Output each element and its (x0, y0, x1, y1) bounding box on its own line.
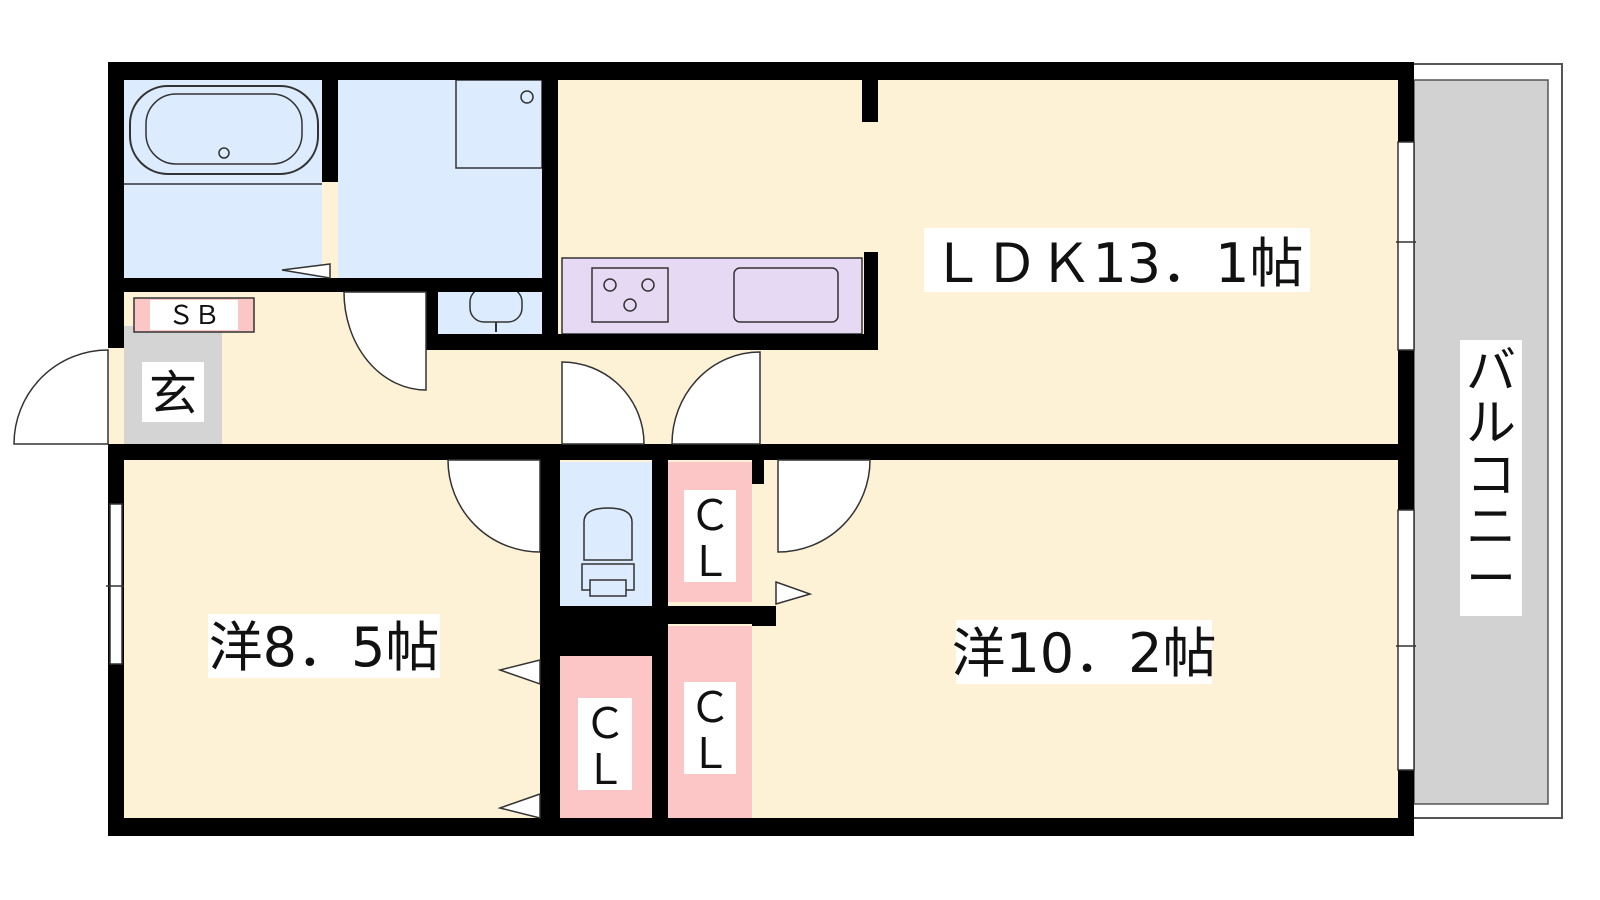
burner-icon (603, 278, 617, 292)
western1-label-bg (208, 614, 440, 678)
bathtub (129, 85, 319, 175)
burner-icon (641, 278, 655, 292)
stove (591, 267, 669, 323)
burner-icon (623, 298, 637, 312)
bathtub-inner (145, 93, 303, 165)
toilet-bowl (583, 507, 633, 561)
balcony-label-bg (1460, 340, 1522, 616)
balcony-label-text: バルコニー (1466, 342, 1516, 608)
shoe-box-label: ＳＢ (168, 301, 220, 331)
western2-label-bg (956, 620, 1212, 684)
closet-label-bg (578, 698, 632, 790)
shoe-box-label-bg (150, 300, 238, 330)
balcony-label: バルコニー (1466, 342, 1516, 608)
drain-icon (218, 147, 230, 159)
sink (733, 267, 839, 323)
closet-label-bg (684, 490, 736, 582)
western1-label: 洋8．5帖 (209, 616, 440, 679)
entrance-label-bg (142, 362, 204, 422)
balcony-label-char: ル (1466, 394, 1516, 452)
toilet-tank (589, 579, 627, 597)
doors (13, 291, 871, 553)
washbasin (469, 287, 523, 323)
entrance-label: 玄 (149, 366, 197, 422)
balcony-label-char: ー (1466, 550, 1516, 608)
closet-1-label-l: Ｌ (689, 537, 731, 586)
balcony-label-char: ニ (1466, 498, 1516, 556)
window-ticks (106, 241, 1416, 647)
closet-2-label-l: Ｌ (689, 729, 731, 778)
balcony-label-char: コ (1466, 446, 1516, 504)
sliding-door-marks (281, 263, 813, 819)
ldk-label: ＬＤＫ13．1帖 (930, 232, 1303, 295)
closet-2-label-c: Ｃ (689, 683, 731, 732)
closet-label-bg (684, 682, 736, 774)
balcony-label-char: バ (1466, 342, 1516, 400)
closet-1-label-c: Ｃ (689, 491, 731, 540)
closet-3-label-l: Ｌ (584, 745, 626, 794)
closet-3-label-c: Ｃ (584, 699, 626, 748)
windows (109, 141, 1415, 771)
western2-label: 洋10．2帖 (951, 622, 1216, 685)
washing-machine-space (455, 79, 543, 169)
ldk-label-bg (924, 228, 1310, 292)
washer-drain-icon (520, 90, 534, 104)
